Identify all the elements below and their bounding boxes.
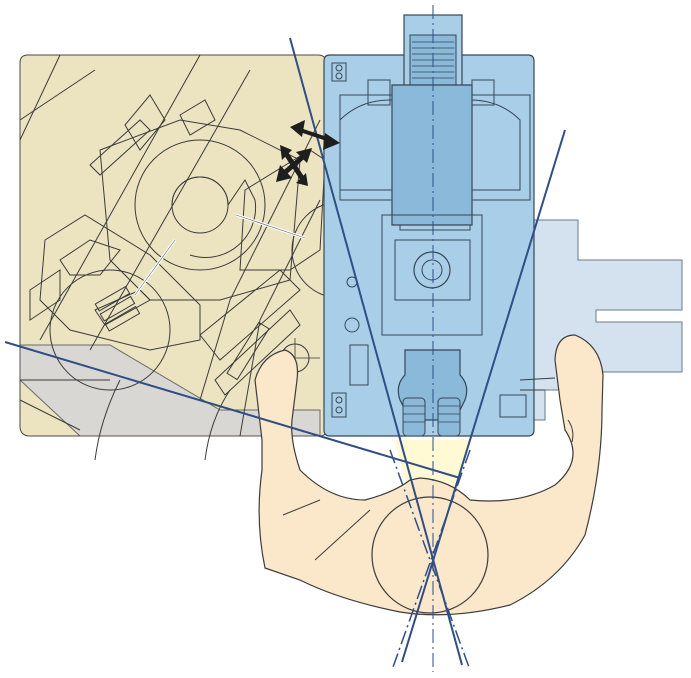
rotation-arrows — [133, 213, 306, 296]
microscope-body — [323, 14, 535, 437]
operator-figure — [254, 334, 604, 616]
objective-turret — [413, 251, 451, 289]
double-arrow-icon — [290, 120, 340, 150]
head-circle-icon — [371, 496, 489, 614]
four-way-arrow-icon — [276, 145, 312, 186]
control-strip — [94, 285, 270, 381]
lens-disc-large — [134, 139, 266, 271]
focus-wheel-left — [49, 269, 171, 391]
desk-extension — [529, 219, 683, 421]
dash-axis-diagonal — [389, 449, 471, 671]
